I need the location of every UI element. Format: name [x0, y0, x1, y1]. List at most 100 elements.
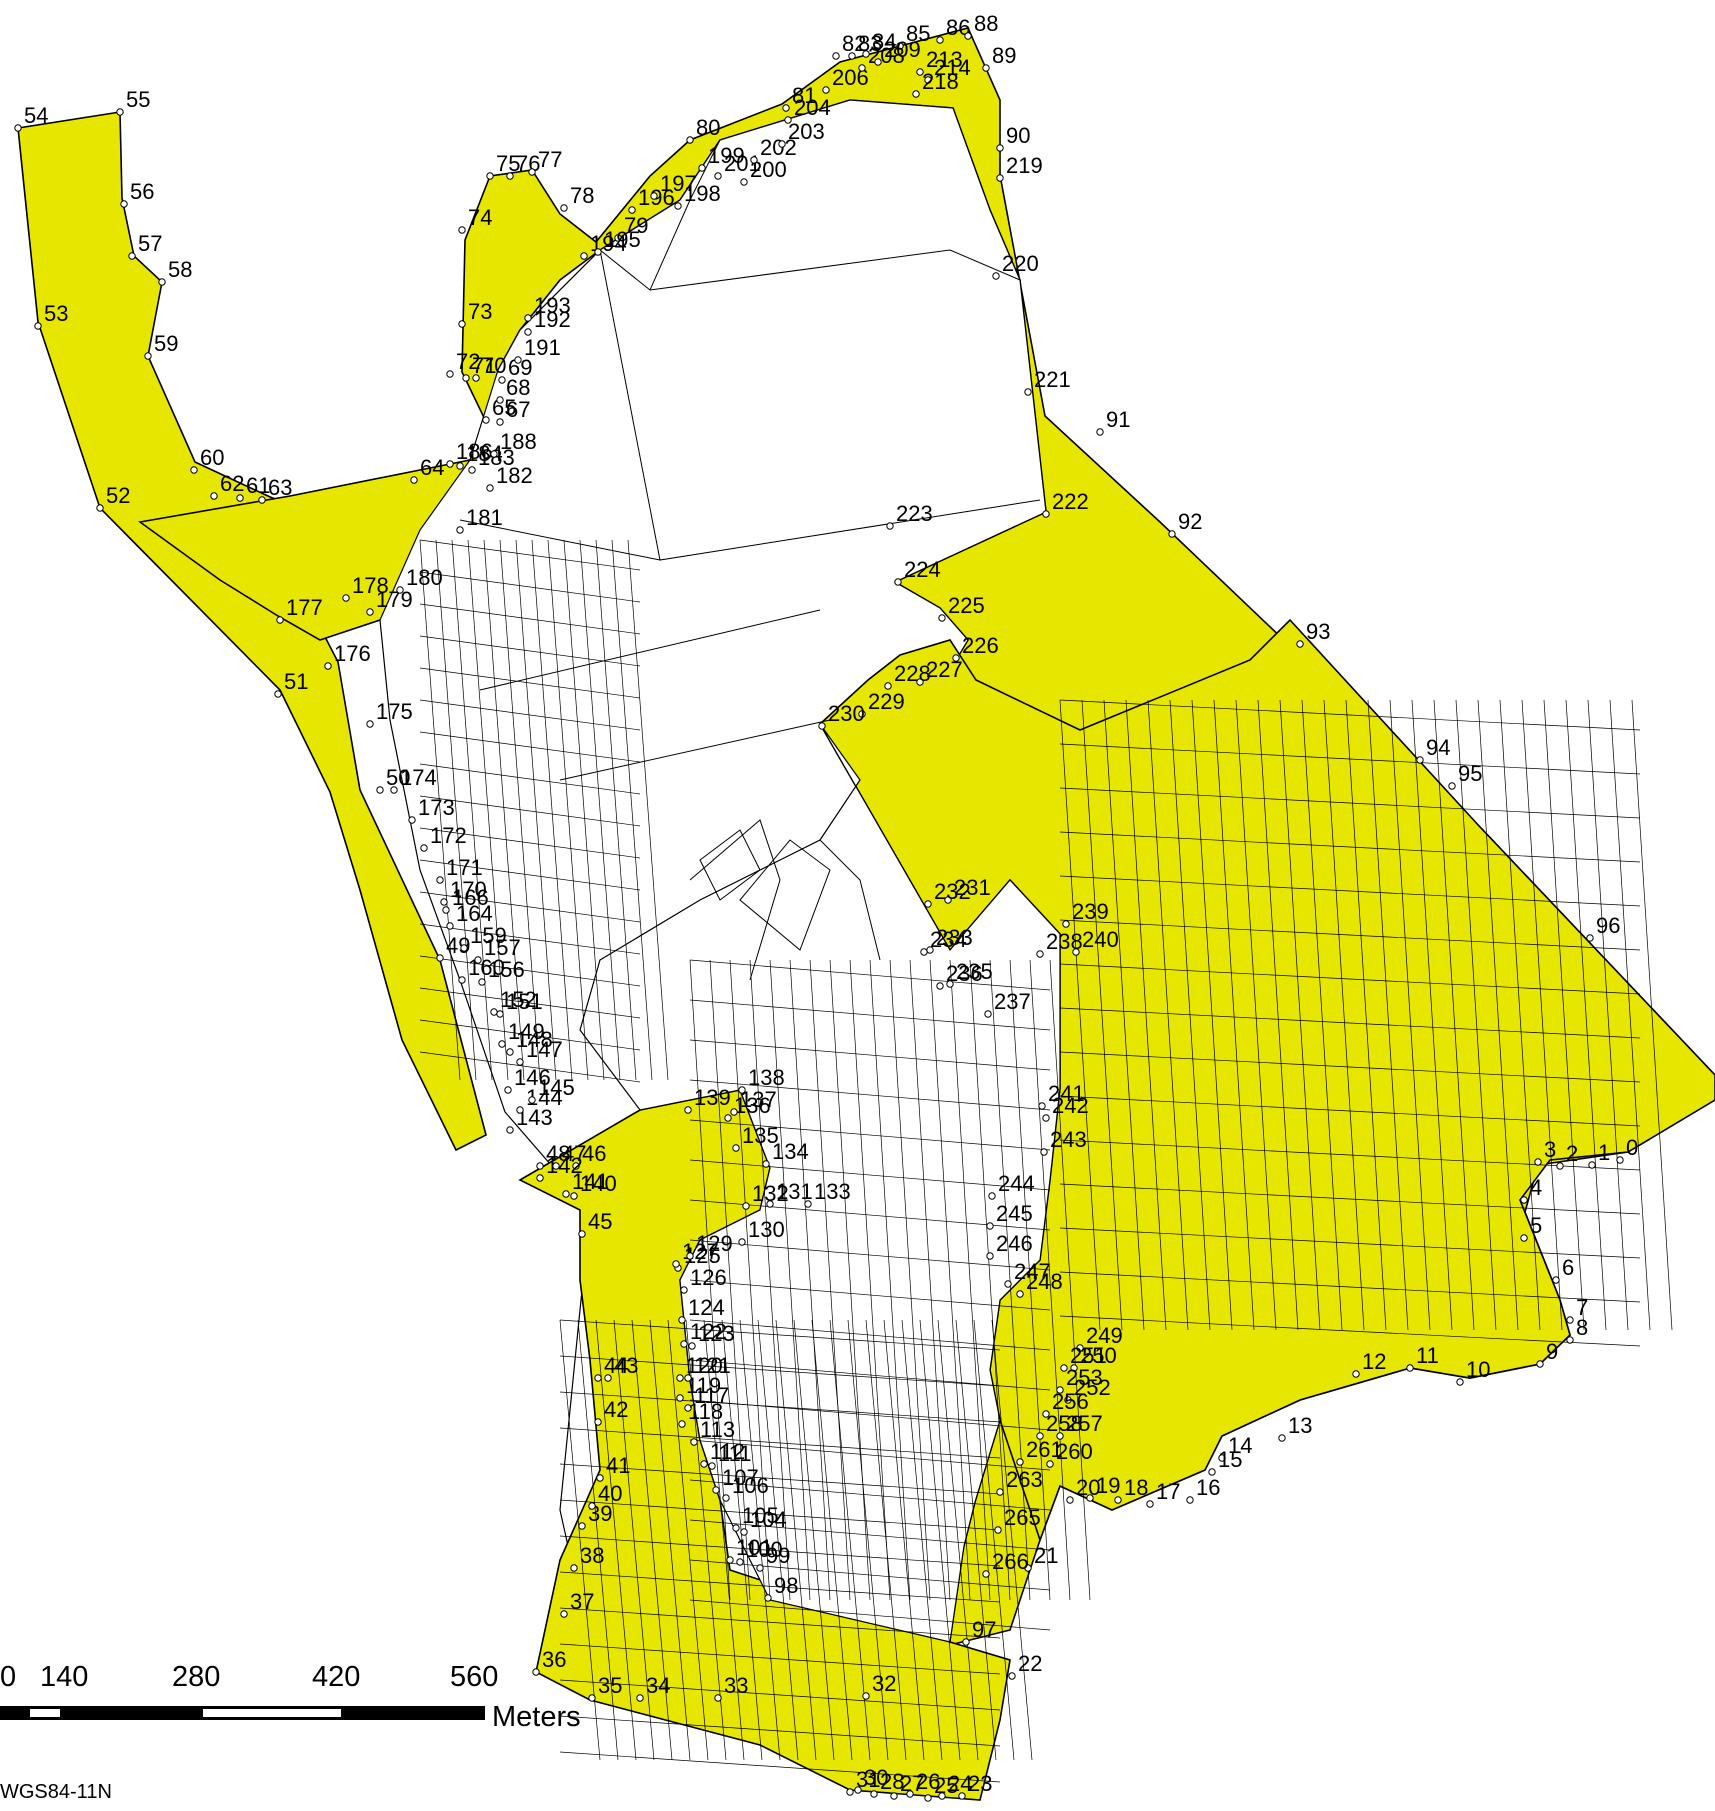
vertex-marker-193 — [524, 314, 532, 322]
vertex-marker-88 — [964, 32, 972, 40]
vertex-label-96: 96 — [1596, 913, 1620, 938]
vertex-marker-26 — [906, 1790, 914, 1798]
vertex-label-180: 180 — [406, 565, 443, 590]
vertex-marker-104 — [740, 1528, 748, 1536]
vertex-label-13: 13 — [1288, 1413, 1312, 1438]
vertex-marker-17 — [1146, 1500, 1154, 1508]
vertex-marker-221 — [1024, 388, 1032, 396]
vertex-marker-127 — [672, 1260, 680, 1268]
vertex-marker-78 — [560, 204, 568, 212]
vertex-marker-182 — [486, 484, 494, 492]
vertex-label-4: 4 — [1530, 1175, 1542, 1200]
vertex-label-148: 148 — [516, 1027, 553, 1052]
vertex-label-172: 172 — [430, 823, 467, 848]
vertex-marker-192 — [524, 328, 532, 336]
vertex-marker-24 — [938, 1792, 946, 1800]
vertex-marker-82 — [832, 52, 840, 60]
vertex-label-68: 68 — [506, 375, 530, 400]
vertex-label-118: 118 — [688, 1399, 723, 1424]
vertex-marker-8 — [1566, 1336, 1574, 1344]
vertex-marker-117 — [684, 1404, 692, 1412]
vertex-label-113: 113 — [700, 1417, 735, 1442]
vertex-label-79: 79 — [624, 213, 648, 238]
vertex-label-106: 106 — [732, 1473, 769, 1498]
parcel-lines — [419, 539, 1673, 1783]
vertex-label-7: 7 — [1576, 1295, 1588, 1320]
vertex-label-33: 33 — [724, 1673, 748, 1698]
vertex-label-147: 147 — [526, 1037, 563, 1062]
vertex-marker-242 — [1042, 1114, 1050, 1122]
vertex-label-204: 204 — [794, 95, 831, 120]
vertex-label-252: 252 — [1074, 1375, 1111, 1400]
vertex-label-25: 25 — [934, 1773, 958, 1798]
scale-tick-420: 420 — [312, 1661, 360, 1693]
vertex-marker-123 — [688, 1342, 696, 1350]
vertex-marker-226 — [952, 654, 960, 662]
vertex-label-192: 192 — [534, 307, 571, 332]
vertex-label-1: 1 — [1598, 1140, 1610, 1165]
vertex-label-3: 3 — [1544, 1137, 1556, 1162]
vertex-marker-33 — [714, 1694, 722, 1702]
vertex-marker-260 — [1046, 1460, 1054, 1468]
vertex-marker-177 — [276, 616, 284, 624]
vertex-label-119: 119 — [686, 1373, 721, 1398]
vertex-marker-95 — [1448, 782, 1456, 790]
vertex-marker-47 — [552, 1162, 560, 1170]
vertex-marker-18 — [1114, 1496, 1122, 1504]
vertex-marker-67 — [496, 418, 504, 426]
vertex-marker-164 — [446, 922, 454, 930]
vertex-marker-91 — [1096, 428, 1104, 436]
vertex-label-104: 104 — [750, 1507, 787, 1532]
vertex-marker-45 — [578, 1230, 586, 1238]
vertex-marker-19 — [1086, 1494, 1094, 1502]
vertex-label-77: 77 — [538, 147, 562, 172]
vertex-marker-258 — [1036, 1432, 1044, 1440]
vertex-marker-74 — [458, 226, 466, 234]
vertex-label-132: 132 — [752, 1181, 789, 1206]
vertex-marker-206 — [822, 86, 830, 94]
vertex-label-80: 80 — [696, 115, 720, 140]
vertex-label-260: 260 — [1056, 1439, 1093, 1464]
vertex-marker-132 — [742, 1202, 750, 1210]
vertex-marker-134 — [762, 1160, 770, 1168]
vertex-label-105: 105 — [742, 1503, 779, 1528]
vertex-label-126: 126 — [690, 1265, 727, 1290]
vertex-label-12: 12 — [1362, 1349, 1386, 1374]
vertex-label-232: 232 — [934, 879, 971, 904]
vertex-label-45: 45 — [588, 1209, 612, 1234]
vertex-label-234: 234 — [930, 927, 967, 952]
vertex-marker-98 — [764, 1594, 772, 1602]
vertex-marker-44 — [594, 1374, 602, 1382]
vertex-marker-20 — [1066, 1496, 1074, 1504]
vertex-marker-180 — [396, 586, 404, 594]
vertex-label-54: 54 — [24, 103, 48, 128]
vertex-label-98: 98 — [774, 1573, 798, 1598]
vertex-label-249: 249 — [1086, 1323, 1123, 1348]
vertex-label-240: 240 — [1082, 927, 1119, 952]
vertex-marker-46 — [572, 1162, 580, 1170]
vertex-marker-90 — [996, 144, 1004, 152]
vertex-marker-173 — [408, 816, 416, 824]
vertex-label-99: 99 — [766, 1543, 790, 1568]
vertex-marker-60 — [190, 466, 198, 474]
vertex-marker-58 — [158, 278, 166, 286]
vertex-marker-105 — [732, 1524, 740, 1532]
vertex-label-265: 265 — [1004, 1505, 1041, 1530]
vertex-label-199: 199 — [708, 143, 745, 168]
vertex-marker-157 — [474, 956, 482, 964]
vertex-label-32: 32 — [872, 1671, 896, 1696]
vertex-marker-245 — [986, 1222, 994, 1230]
vertex-label-243: 243 — [1050, 1127, 1087, 1152]
vertex-marker-84 — [862, 50, 870, 58]
vertex-marker-160 — [458, 976, 466, 984]
vertex-label-16: 16 — [1196, 1475, 1220, 1500]
vertex-label-181: 181 — [466, 505, 503, 530]
vertex-label-250: 250 — [1080, 1343, 1117, 1368]
vertex-label-251: 251 — [1070, 1343, 1107, 1368]
vertex-marker-249 — [1076, 1344, 1084, 1352]
vertex-label-136: 136 — [734, 1093, 771, 1118]
vertex-label-133: 133 — [814, 1179, 851, 1204]
vertex-label-61: 61 — [246, 473, 270, 498]
vertex-marker-131 — [766, 1200, 774, 1208]
